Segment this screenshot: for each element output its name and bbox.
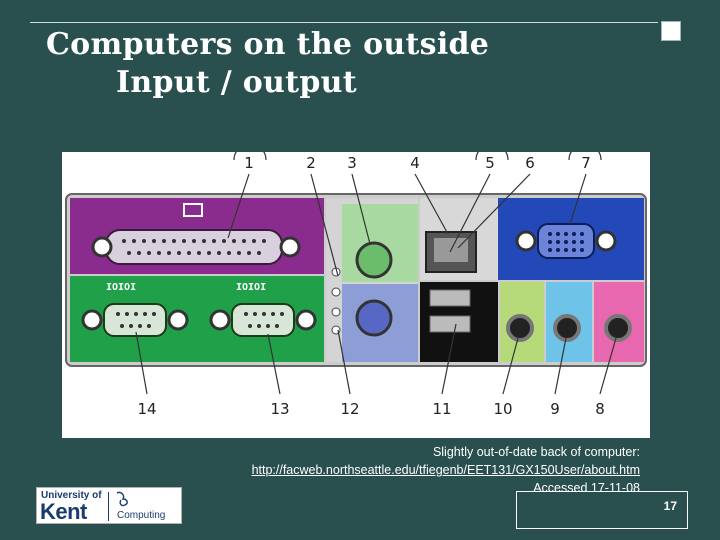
- parallel-screw-left: [91, 236, 113, 258]
- callout-label-13: 13: [270, 400, 289, 418]
- back-panel-figure: IOIOI IOIOI: [62, 152, 650, 438]
- corner-box: [661, 21, 681, 41]
- callout-label-2: 2: [306, 154, 316, 172]
- mouse-icon: [116, 491, 128, 507]
- callout-label-11: 11: [432, 400, 451, 418]
- audio-mic-jack: [604, 314, 632, 342]
- ps2-keyboard-port: [355, 241, 393, 279]
- caption-line-1: Slightly out-of-date back of computer:: [432, 445, 640, 459]
- callout-label-8: 8: [595, 400, 605, 418]
- logo-divider: [108, 492, 109, 521]
- callout-label-14: 14: [137, 400, 156, 418]
- source-link[interactable]: http://facweb.northseattle.edu/tfiegenb/…: [251, 463, 640, 477]
- svg-text:IOIOI: IOIOI: [236, 282, 266, 293]
- top-rule: [30, 22, 658, 23]
- parallel-pins: [122, 239, 266, 255]
- callout-label-10: 10: [493, 400, 512, 418]
- serial-port-1: [103, 303, 167, 337]
- callout-label-9: 9: [550, 400, 560, 418]
- callout-label-4: 4: [410, 154, 420, 172]
- callout-label-6: 6: [525, 154, 535, 172]
- callout-label-12: 12: [340, 400, 359, 418]
- serial-port-2: [231, 303, 295, 337]
- title-line-2: Input / output: [116, 65, 357, 100]
- logo-computing: Computing: [117, 510, 166, 521]
- printer-icon: [183, 203, 203, 217]
- callout-rings: [233, 152, 602, 161]
- slide-number: 17: [516, 491, 688, 529]
- back-panel-diagram: IOIOI IOIOI: [65, 152, 647, 418]
- callout-label-3: 3: [347, 154, 357, 172]
- title-line-1: Computers on the outside: [46, 27, 490, 62]
- callout-label-7: 7: [581, 154, 591, 172]
- university-logo: University of Kent Computing: [36, 487, 182, 524]
- ps2-mouse-port: [355, 299, 393, 337]
- parallel-screw-right: [279, 236, 301, 258]
- callout-lines: [135, 173, 617, 395]
- logo-kent: Kent: [40, 499, 87, 524]
- slide-title: Computers on the outside Input / output: [46, 26, 489, 102]
- callout-label-1: 1: [244, 154, 254, 172]
- usb-port-1: [429, 289, 471, 307]
- svg-text:IOIOI: IOIOI: [106, 282, 136, 293]
- parallel-port: [105, 229, 283, 265]
- audio-out-jack: [506, 314, 534, 342]
- figure-caption: Slightly out-of-date back of computer: h…: [252, 443, 640, 497]
- usb-port-2: [429, 315, 471, 333]
- callout-label-5: 5: [485, 154, 495, 172]
- logo-university-of: University of: [41, 490, 102, 501]
- audio-in-jack: [553, 314, 581, 342]
